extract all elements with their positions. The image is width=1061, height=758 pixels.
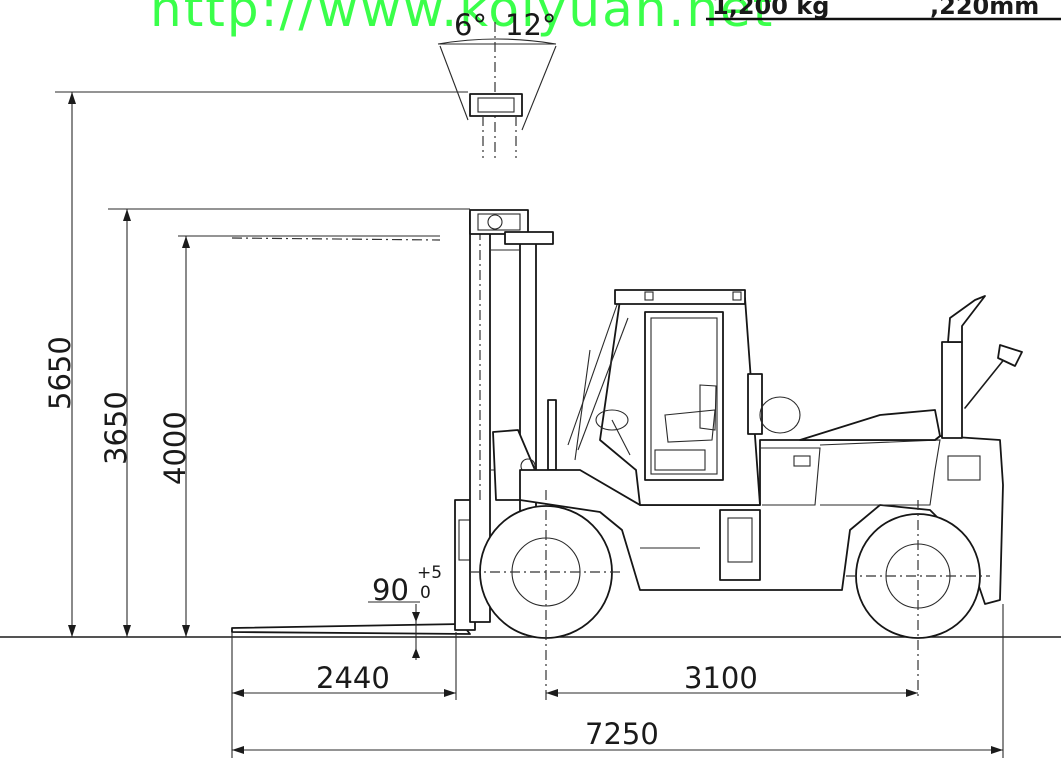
tilt-lever: [547, 399, 557, 471]
counterweight-panel: [819, 439, 941, 506]
tail-lamp: [947, 455, 981, 481]
steering-wheel: [595, 409, 629, 431]
dim-label-2440: 2440: [316, 661, 390, 695]
cab-front-pillar: [567, 301, 619, 446]
chain-pulley: [487, 214, 503, 230]
dim-label-5650: 5650: [43, 336, 77, 410]
forklift-side-view: [231, 209, 1023, 758]
horizontal-dimensions: 2440 3100 7250: [231, 632, 1003, 758]
header-fragment-right: ,220mm: [930, 0, 1039, 20]
carriage-top-inner: [477, 97, 515, 113]
operator-seat: [664, 409, 716, 443]
cab-door-window: [650, 317, 718, 475]
engine-hood: [799, 409, 941, 441]
mast-head-inner: [477, 213, 521, 231]
tilt-forward-line: [439, 45, 469, 121]
arrow-7250-left: [232, 746, 244, 754]
arrow-3100-left: [546, 689, 558, 697]
arrow-2440-right: [444, 689, 456, 697]
watermark-text: http://www.kolyuan.net: [150, 0, 774, 38]
side-step-inner: [727, 517, 753, 563]
step-panel: [760, 447, 821, 506]
cab-roof: [614, 289, 746, 305]
air-intake-head: [997, 344, 1023, 367]
arrow-5650-top: [68, 92, 76, 104]
dim-label-3100: 3100: [684, 661, 758, 695]
exhaust-cap: [947, 295, 986, 343]
arrow-3650-top: [123, 209, 131, 221]
exhaust-pipe: [941, 341, 963, 439]
tilt-backward-label: 12°: [505, 8, 556, 42]
header-fragment-left: 1,200 kg: [712, 0, 829, 20]
fork-thickness-arrow-bottom: [412, 648, 420, 658]
fork-thickness-arrow-top: [412, 612, 420, 622]
fork-angle-tolerance-plus: +5: [417, 563, 442, 583]
arrow-5650-bottom: [68, 625, 76, 637]
fork-angle-label: 90: [372, 573, 409, 607]
arrow-2440-left: [232, 689, 244, 697]
fuel-tank: [759, 396, 801, 434]
steering-column: [611, 419, 631, 456]
tilt-angle-detail: 6° 12°: [437, 8, 557, 160]
tilt-arc-curve: [437, 38, 557, 45]
side-step-box: [719, 509, 761, 581]
tilt-backward-line: [521, 45, 557, 131]
cab-windshield: [577, 317, 629, 451]
header-fragment: 1,200 kg ,220mm: [706, 0, 1061, 21]
arrow-4000-top: [182, 236, 190, 248]
roof-light-right: [732, 291, 742, 301]
cab-door: [644, 311, 724, 481]
air-intake-pipe: [964, 351, 1011, 409]
cab-door-grille: [654, 449, 706, 471]
roof-light-left: [644, 291, 654, 301]
lift-lever-rod: [574, 349, 591, 461]
seat-back: [699, 384, 717, 431]
arrow-7250-right: [991, 746, 1003, 754]
mast-bracket: [504, 231, 554, 245]
arrow-4000-bottom: [182, 625, 190, 637]
arrow-3100-right: [906, 689, 918, 697]
fork-angle-annotation: 90 +5 0: [368, 563, 442, 660]
dim-label-7250: 7250: [585, 717, 659, 751]
arrow-3650-bottom: [123, 625, 131, 637]
tilt-forward-label: 6°: [454, 8, 487, 42]
vertical-dimensions: 5650 3650 4000: [43, 91, 470, 637]
ext-line-4000-dash: [231, 237, 441, 241]
carriage-top-detail: [469, 93, 523, 117]
dim-label-3650: 3650: [99, 391, 133, 465]
fork-blade: [231, 623, 471, 635]
dim-label-4000: 4000: [158, 411, 192, 485]
fork-angle-tolerance-zero: 0: [420, 583, 431, 603]
rear-cab-post: [747, 373, 763, 435]
body-badge: [793, 455, 811, 467]
